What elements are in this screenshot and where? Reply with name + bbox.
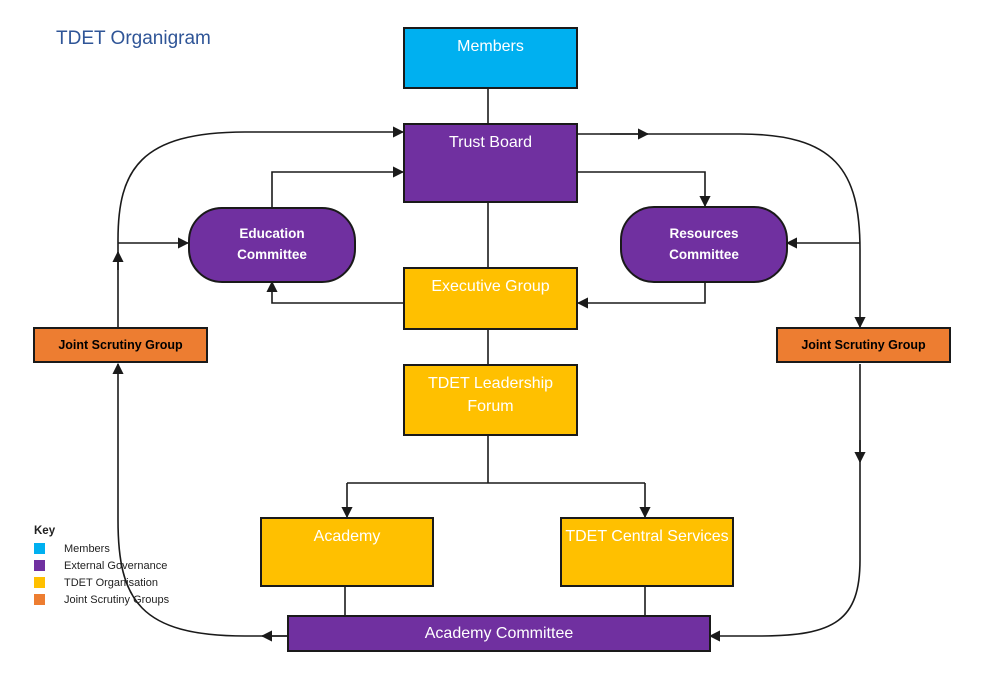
trust-board-box: Trust Board	[403, 123, 578, 203]
resources-to-executive-link	[576, 282, 706, 309]
right-loop-top	[578, 133, 866, 329]
executive-to-education-link	[266, 280, 403, 304]
education-committee-box: Education Committee	[188, 207, 356, 283]
legend-label-external-governance: External Governance	[64, 559, 168, 572]
right-loop-bottom	[708, 364, 861, 642]
legend-item-tdet-organisation: TDET Organisation	[34, 574, 169, 591]
academy-committee-box: Academy Committee	[287, 615, 711, 652]
legend-item-members: Members	[34, 540, 169, 557]
leadership-forum-box: TDET Leadership Forum	[403, 364, 578, 436]
legend-title: Key	[34, 525, 56, 537]
members-box: Members	[403, 27, 578, 89]
education-to-trust-link	[271, 166, 405, 208]
trust-to-resources-link	[578, 171, 711, 208]
legend-item-joint-scrutiny-groups: Joint Scrutiny Groups	[34, 591, 169, 608]
left-loop-top	[117, 126, 405, 328]
left-loop-bottom	[112, 362, 288, 637]
legend-label-members: Members	[64, 542, 110, 555]
legend-swatch-external-governance	[34, 560, 45, 571]
resources-committee-box: Resources Committee	[620, 206, 788, 283]
legend-swatch-members	[34, 543, 45, 554]
academy-box: Academy	[260, 517, 434, 587]
executive-group-box: Executive Group	[403, 267, 578, 330]
joint-scrutiny-group-right-box: Joint Scrutiny Group	[776, 327, 951, 363]
legend-label-joint-scrutiny-groups: Joint Scrutiny Groups	[64, 593, 170, 606]
legend: Key Members External Governance TDET Org…	[34, 525, 169, 608]
legend-swatch-tdet-organisation	[34, 577, 45, 588]
legend-label-tdet-organisation: TDET Organisation	[64, 576, 158, 589]
legend-item-external-governance: External Governance	[34, 557, 169, 574]
legend-swatch-joint-scrutiny-groups	[34, 594, 45, 605]
joint-scrutiny-group-left-box: Joint Scrutiny Group	[33, 327, 208, 363]
central-services-box: TDET Central Services	[560, 517, 734, 587]
page-title: TDET Organigram	[56, 28, 211, 49]
